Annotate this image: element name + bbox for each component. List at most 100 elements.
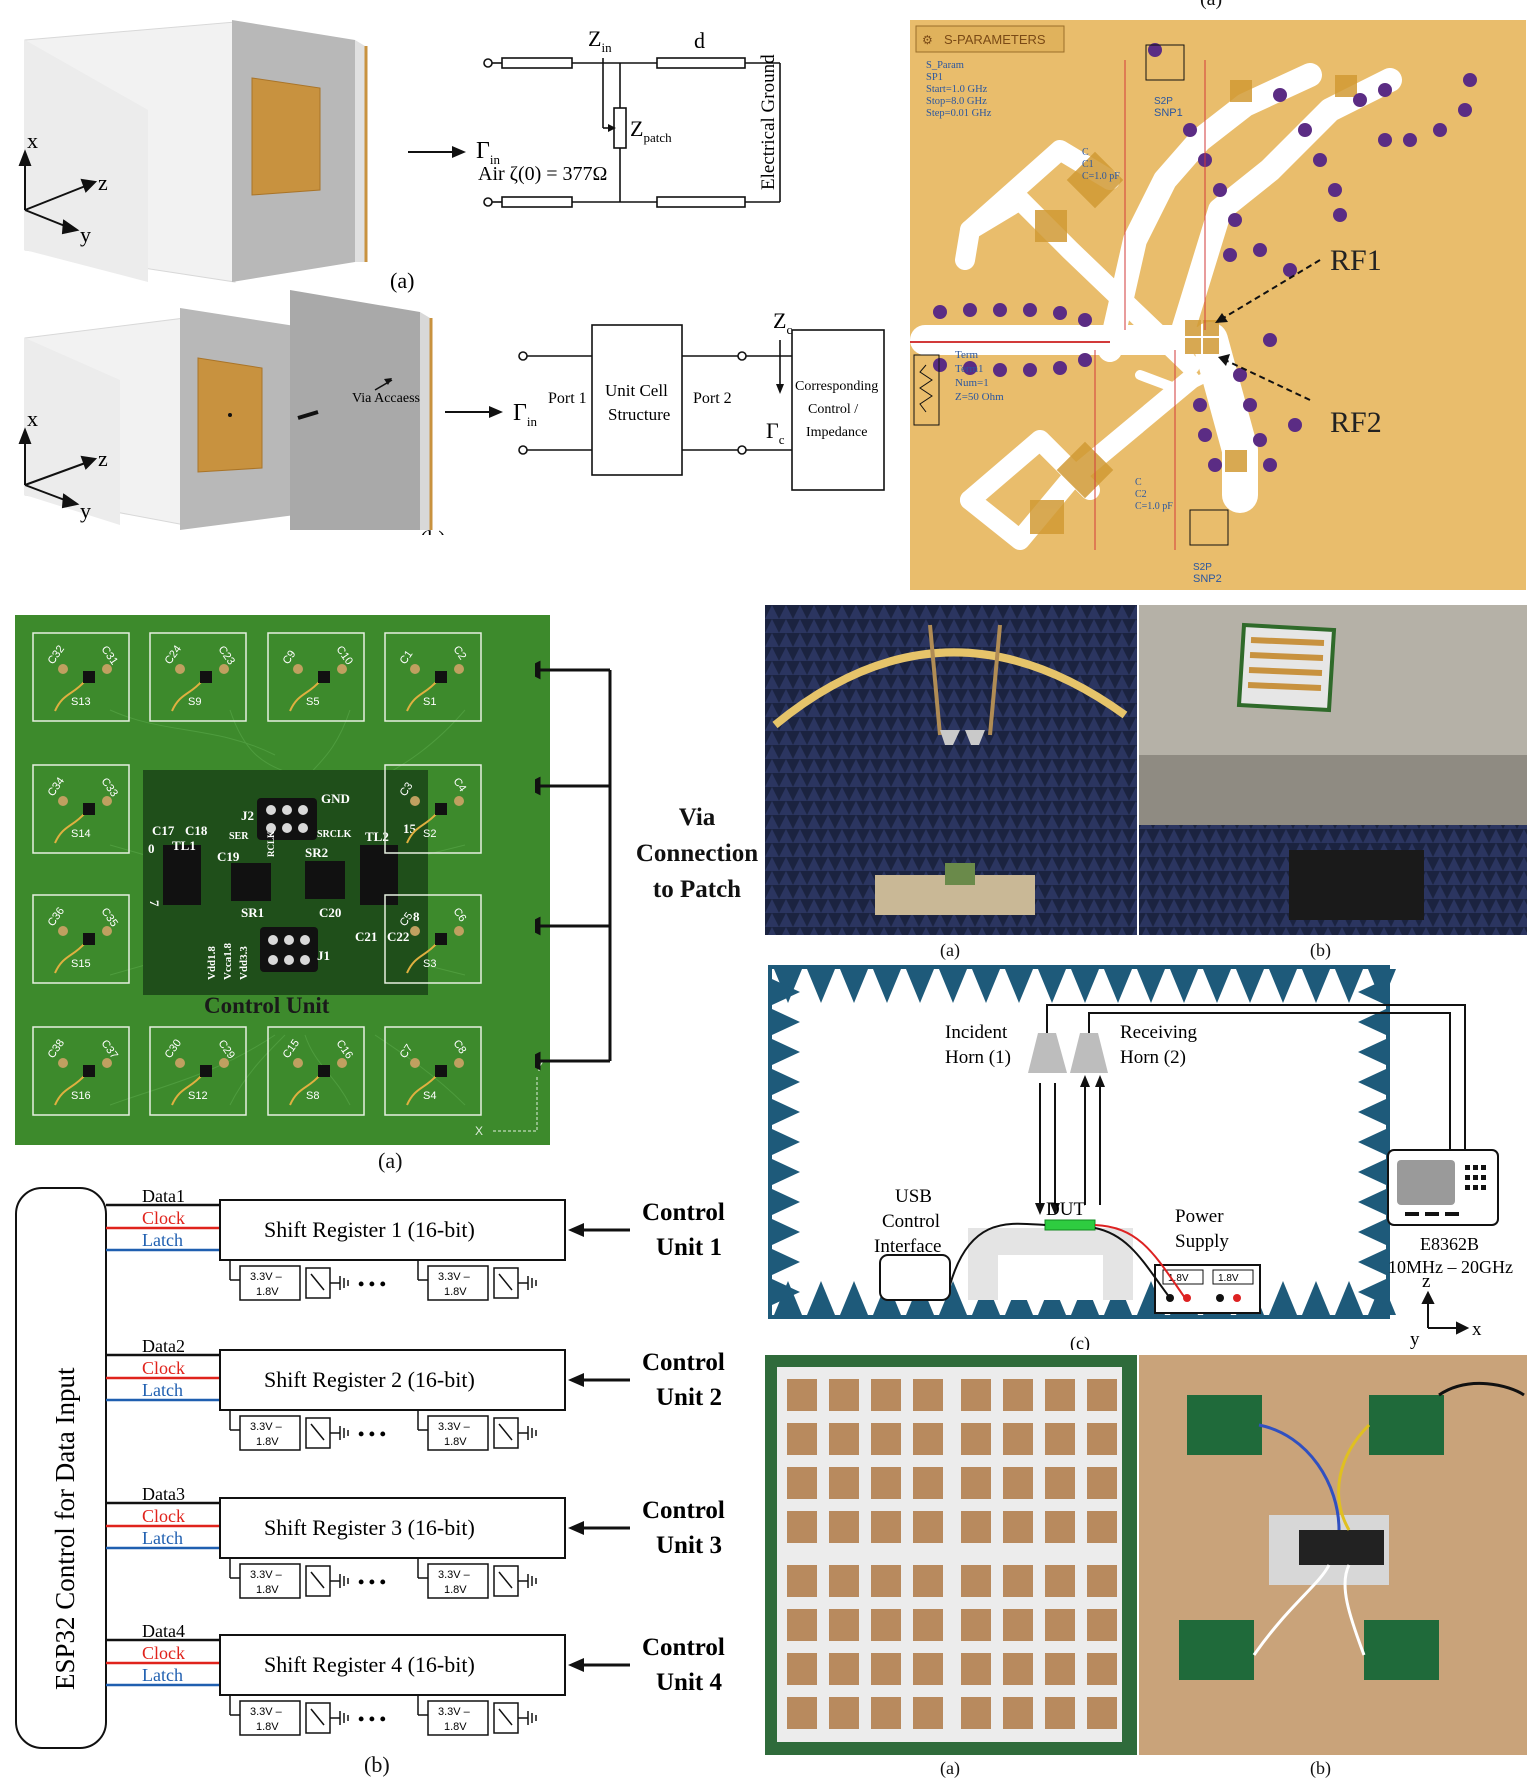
rf2-label: RF2 xyxy=(1330,406,1382,439)
metasurface-patch xyxy=(829,1653,859,1685)
svg-text:1.8V: 1.8V xyxy=(1168,1273,1189,1284)
cables xyxy=(1046,1004,1466,1150)
via-connection-label: Via Connection to Patch xyxy=(635,804,759,903)
metasurface-patch xyxy=(913,1565,943,1597)
zc-label: Zc xyxy=(773,308,792,337)
level-shifter-box xyxy=(427,1415,489,1451)
shift-register-label: Shift Register 3 (16-bit) xyxy=(264,1515,475,1540)
pcb-cell-outline xyxy=(149,1026,247,1116)
svg-text:C=1.0 pF: C=1.0 pF xyxy=(1082,171,1120,182)
metasurface-patch xyxy=(829,1379,859,1411)
metasurface-patch xyxy=(871,1653,901,1685)
level-shifter-box xyxy=(239,1415,301,1451)
pcb-cell-name: S12 xyxy=(188,1090,208,1102)
metasurface-patch xyxy=(913,1653,943,1685)
pcb-cell-outline xyxy=(384,632,482,722)
metasurface-patch xyxy=(1003,1697,1033,1729)
photo-anechoic-chamber xyxy=(765,605,1137,935)
wiring xyxy=(1252,1381,1525,1656)
metasurface-patch xyxy=(787,1565,817,1597)
pcb-cell-name: S4 xyxy=(423,1090,436,1102)
arch-rail xyxy=(772,648,1128,729)
clock-signal-label: Clock xyxy=(142,1208,185,1228)
metasurface-patch xyxy=(829,1511,859,1543)
pcb-cell-outline xyxy=(384,894,482,984)
switch-icon xyxy=(305,1417,331,1449)
pcb-cell-name: S16 xyxy=(71,1090,91,1102)
metasurface-patch xyxy=(1045,1379,1075,1411)
svg-text:C19: C19 xyxy=(217,849,240,864)
chamber-axes xyxy=(1421,1290,1470,1335)
caption-ads-top: (a) xyxy=(1200,0,1222,11)
axis-y-label: y xyxy=(80,222,91,247)
snp2-label: SNP2 xyxy=(1193,573,1222,585)
svg-text:SP1: SP1 xyxy=(926,72,943,83)
metasurface-patch xyxy=(1087,1511,1117,1543)
pcb-cell-name: S1 xyxy=(423,696,436,708)
svg-text:x: x xyxy=(1472,1319,1482,1340)
control-boards xyxy=(1179,1395,1444,1680)
pcb-cell-name: S15 xyxy=(71,958,91,970)
dut-label: DUT xyxy=(1046,1199,1085,1220)
svg-text:0: 0 xyxy=(148,841,155,856)
caption-top-a: (a) xyxy=(390,268,414,293)
shift-register-label: Shift Register 4 (16-bit) xyxy=(264,1652,475,1677)
control-labels: GND J2 SRCLK SER RCLK C17 C18 TL1 C19 SR… xyxy=(147,791,420,980)
level-shifter-bottom: 1.8V xyxy=(256,1436,279,1448)
via-connection-arrows xyxy=(535,660,612,1071)
chamber-wall xyxy=(768,965,1390,1319)
svg-text:8: 8 xyxy=(413,909,420,924)
svg-text:C=1.0 pF: C=1.0 pF xyxy=(1135,501,1173,512)
c1-labels: C C1 C=1.0 pF xyxy=(1082,147,1120,182)
metasurface-patch xyxy=(787,1467,817,1499)
metasurface-patch xyxy=(961,1697,991,1729)
svg-text:Num=1: Num=1 xyxy=(955,377,989,389)
snp1-block xyxy=(1145,44,1185,81)
level-shifter-box xyxy=(427,1563,489,1599)
metasurface-patches xyxy=(787,1379,1117,1729)
concrete-beam xyxy=(1139,755,1527,825)
svg-text:C1: C1 xyxy=(1082,159,1094,170)
latch-signal-label: Latch xyxy=(142,1230,183,1250)
copper-patch xyxy=(251,77,321,196)
metasurface-patch xyxy=(829,1423,859,1455)
panel-chamber-schematic: Incident Horn (1) Receiving Horn (2) DUT… xyxy=(760,965,1527,1350)
level-shifter-bottom: 1.8V xyxy=(256,1286,279,1298)
metasurface-patch xyxy=(871,1609,901,1641)
chamber-svg: Incident Horn (1) Receiving Horn (2) DUT… xyxy=(768,965,1513,1350)
metasurface-patch xyxy=(1087,1379,1117,1411)
two-port-diagram: Via Accaess x z y Γin Port 1 Unit Cell S… xyxy=(18,290,885,535)
sparam-header-box xyxy=(915,25,1065,53)
svg-text:TL2: TL2 xyxy=(365,829,389,844)
svg-text:TL1: TL1 xyxy=(172,838,196,853)
metasurface-patch xyxy=(787,1697,817,1729)
port2-label: Port 2 xyxy=(693,390,732,407)
copper-pads xyxy=(1030,75,1357,534)
esp32-box xyxy=(15,1187,107,1749)
vna-model: E8362B xyxy=(1420,1234,1479,1254)
shift-register-box xyxy=(219,1199,566,1261)
control-unit-label: Control xyxy=(642,1634,725,1661)
level-shifter-bottom: 1.8V xyxy=(256,1721,279,1733)
layout-guides xyxy=(910,60,1206,550)
svg-text:C21: C21 xyxy=(355,929,377,944)
svg-text:SRCLK: SRCLK xyxy=(317,829,352,840)
pin-diode xyxy=(83,671,95,683)
level-shifter-bottom: 1.8V xyxy=(444,1286,467,1298)
level-shifter-box xyxy=(239,1700,301,1736)
metasurface-patch xyxy=(913,1609,943,1641)
pin-diode xyxy=(318,1065,330,1077)
incident-horn xyxy=(1028,1033,1067,1073)
pin-diode xyxy=(318,671,330,683)
back-ground-plane xyxy=(290,290,420,530)
ctrl-label-3: Impedance xyxy=(806,425,867,440)
metasurface-patch xyxy=(829,1697,859,1729)
shift-register-label: Shift Register 2 (16-bit) xyxy=(264,1367,475,1392)
metasurface-patch xyxy=(961,1379,991,1411)
caption-bottom-b: (b) xyxy=(1310,1758,1331,1778)
structure-label: Structure xyxy=(608,405,670,424)
control-unit-number: Unit 1 xyxy=(656,1234,722,1261)
level-shifter-bottom: 1.8V xyxy=(256,1584,279,1596)
